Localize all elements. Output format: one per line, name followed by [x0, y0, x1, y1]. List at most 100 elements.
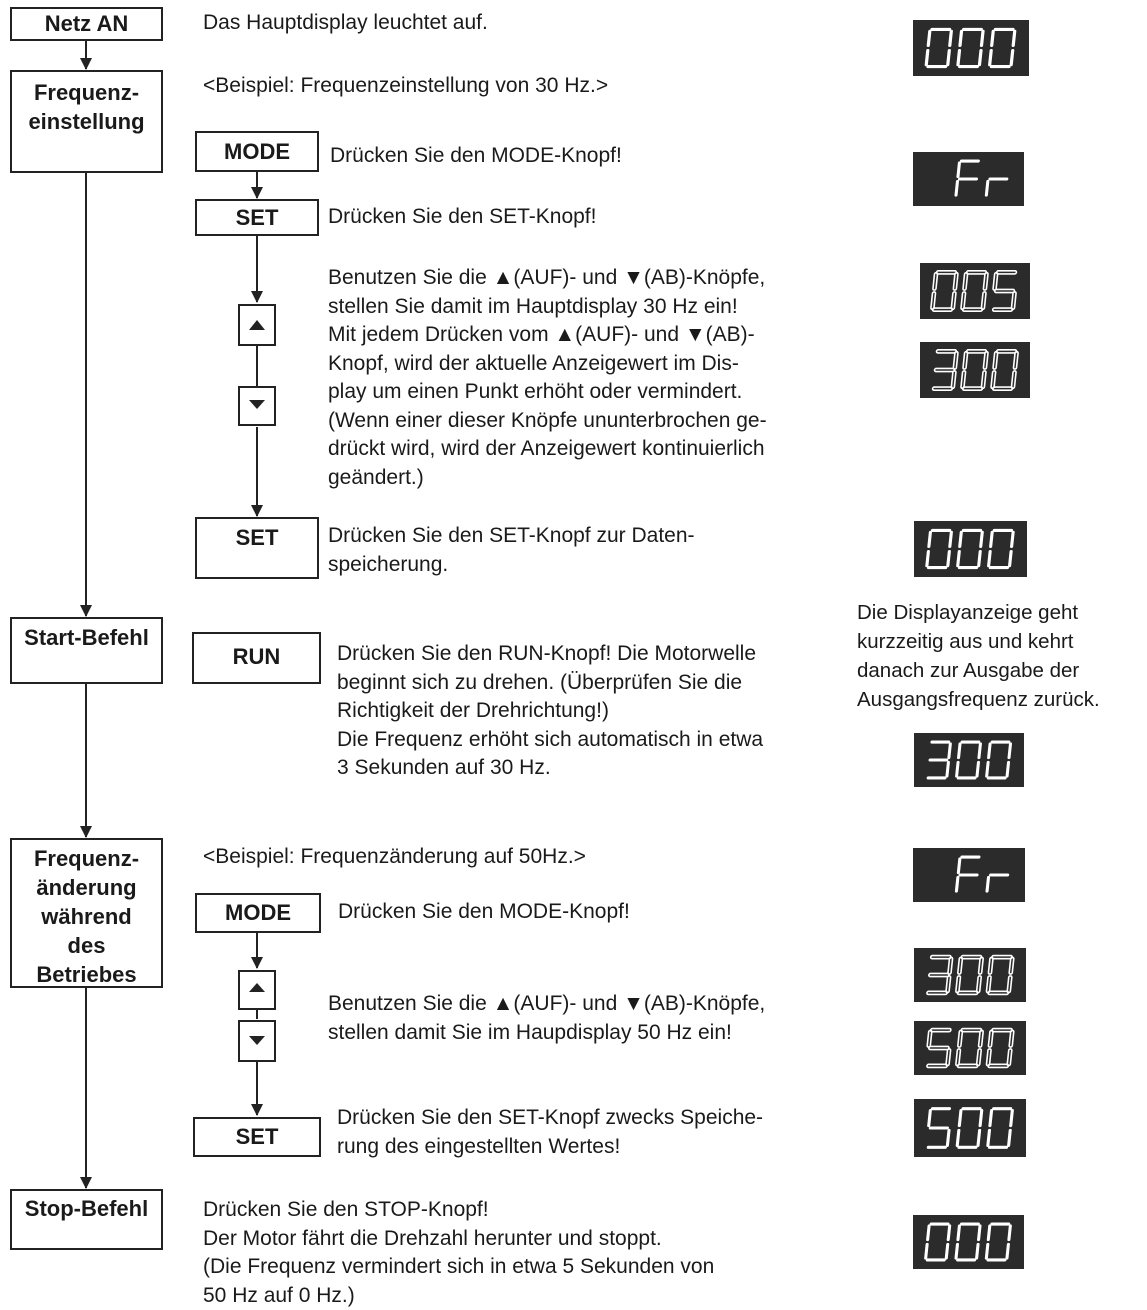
display-segment — [955, 975, 962, 994]
display-segment — [959, 159, 980, 163]
display-segment — [957, 1145, 978, 1149]
display-segment — [985, 975, 992, 994]
display-segment — [959, 1222, 980, 1226]
display-segment — [1005, 760, 1011, 778]
display-segment — [977, 742, 982, 760]
display-segment — [952, 350, 959, 370]
display-segment — [978, 1108, 984, 1128]
step-frequency-change: Frequenz- änderung während des Betriebes — [10, 838, 163, 988]
up-button-2[interactable] — [238, 970, 276, 1010]
set-button[interactable]: SET — [195, 199, 319, 236]
display-segment — [926, 990, 948, 996]
display-segment — [1008, 956, 1015, 975]
display-digit — [955, 1027, 984, 1069]
display-segment — [1009, 48, 1015, 67]
display-segment — [958, 177, 979, 181]
display-segment — [930, 528, 952, 532]
set-store-button[interactable]: SET — [195, 517, 319, 579]
display-segment — [986, 1224, 992, 1242]
display-segment — [956, 1258, 977, 1262]
display-segment — [987, 549, 992, 568]
display-segment — [989, 64, 1011, 69]
display-segment — [960, 740, 981, 744]
display-segment — [962, 271, 969, 291]
step-start-command: Start-Befehl — [10, 617, 163, 684]
display-segment — [945, 760, 950, 778]
updown-50hz-text: Benutzen Sie die ▲(AUF)- und ▼(AB)-Knöpf… — [328, 992, 766, 1044]
display-digit — [955, 1107, 984, 1149]
display-digit — [926, 1107, 951, 1149]
display-segment — [957, 742, 962, 760]
display-digit — [925, 528, 953, 570]
display-segment — [985, 1048, 992, 1067]
display-segment — [961, 1107, 982, 1111]
mode-button[interactable]: MODE — [195, 131, 319, 172]
display-segment — [989, 530, 994, 549]
display-segment — [987, 1063, 1010, 1069]
display-digit — [984, 1222, 1012, 1262]
display-digit — [985, 1027, 1015, 1069]
display-segment — [1007, 742, 1013, 760]
display-segment — [995, 270, 1018, 275]
display-segment — [962, 350, 969, 370]
display-digit — [985, 873, 1010, 893]
display-segment — [961, 528, 983, 532]
up-button[interactable] — [238, 304, 276, 346]
display-segment — [977, 549, 982, 568]
display-fr-2 — [913, 848, 1025, 902]
display-segment — [960, 370, 967, 390]
display-digit — [956, 528, 984, 570]
display-segment — [928, 1045, 950, 1051]
display-segment — [946, 549, 951, 568]
display-digit — [960, 270, 989, 312]
display-digit — [931, 349, 959, 391]
display-segment — [930, 1107, 951, 1111]
display-segment — [990, 1222, 1011, 1226]
display-300-change — [914, 948, 1026, 1002]
display-segment — [948, 29, 953, 48]
display-segment — [945, 1128, 951, 1148]
display-segment — [990, 370, 997, 390]
mode-button-2[interactable]: MODE — [195, 893, 321, 933]
display-digit — [926, 740, 952, 780]
display-segment — [950, 291, 957, 311]
display-segment — [926, 1224, 931, 1242]
display-digit — [991, 270, 1018, 312]
display-segment — [985, 760, 990, 778]
display-segment — [1010, 530, 1015, 549]
display-segment — [988, 177, 1009, 181]
display-segment — [958, 29, 964, 48]
display-segment — [960, 1027, 983, 1033]
power-on-description: Das Hauptdisplay leuchtet auf. — [203, 11, 488, 34]
seven-segment-digits — [954, 855, 1010, 893]
display-segment — [926, 29, 932, 48]
down-button-2[interactable] — [238, 1020, 276, 1062]
display-segment — [947, 956, 954, 975]
display-segment — [946, 48, 951, 67]
display-segment — [987, 1029, 994, 1048]
run-button[interactable]: RUN — [192, 632, 321, 684]
seven-segment-digits — [954, 159, 1009, 197]
press-set-text: Drücken Sie den SET-Knopf! — [328, 205, 597, 228]
set-save-button[interactable]: SET — [193, 1117, 321, 1157]
display-segment — [992, 271, 999, 291]
display-digit — [956, 27, 985, 69]
display-segment — [945, 1048, 952, 1067]
display-005 — [920, 263, 1030, 319]
display-segment — [988, 566, 1010, 570]
step-stop-command: Stop-Befehl — [10, 1189, 163, 1250]
display-segment — [965, 349, 988, 354]
press-mode-text-2: Drücken Sie den MODE-Knopf! — [338, 900, 630, 923]
display-digit — [955, 740, 982, 780]
display-digit — [985, 740, 1013, 780]
down-button[interactable] — [238, 386, 276, 426]
display-digit — [955, 954, 984, 996]
display-digit — [930, 270, 959, 312]
display-segment — [928, 758, 949, 762]
display-segment — [960, 954, 983, 960]
display-segment — [987, 1145, 1009, 1149]
display-segment — [979, 530, 984, 549]
display-segment — [924, 1242, 929, 1260]
display-digit — [954, 855, 981, 893]
seven-segment-digits — [931, 349, 1019, 391]
